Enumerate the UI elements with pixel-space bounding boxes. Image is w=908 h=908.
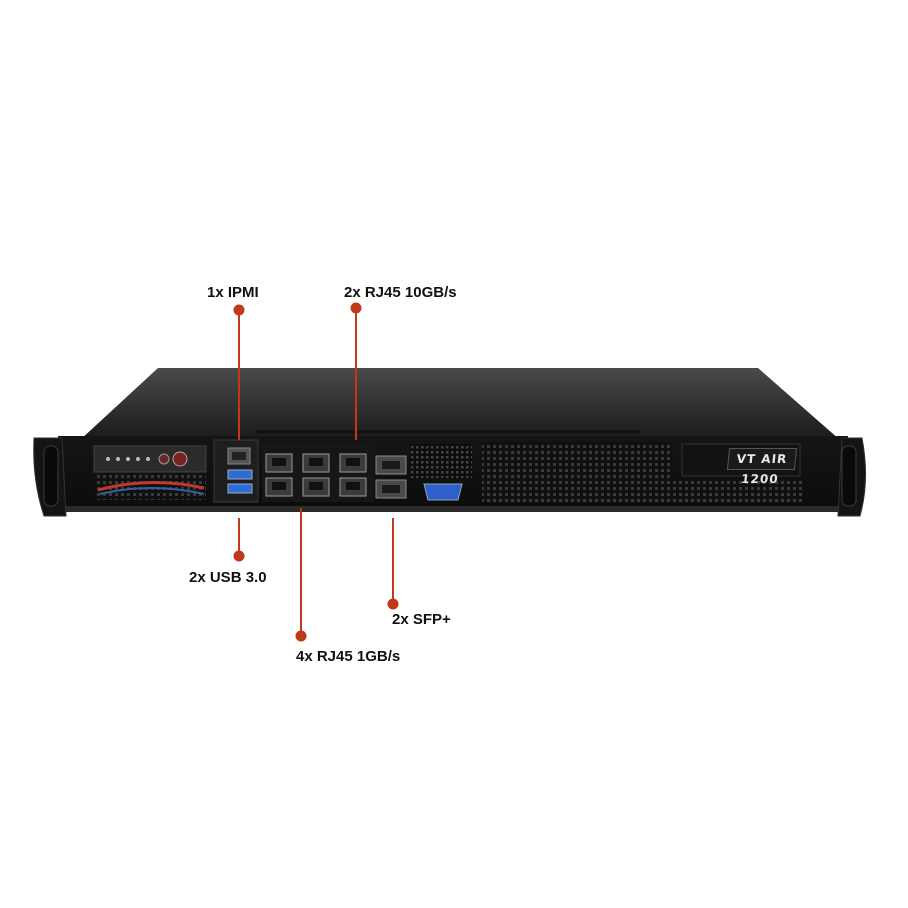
control-panel [93, 445, 207, 500]
sfp-ports [375, 455, 407, 499]
rj45-ports [262, 444, 374, 502]
vga-port [410, 444, 472, 501]
nameplate: VT AIR 1200 [726, 448, 798, 486]
callout-lines [233, 302, 399, 642]
chassis-top [80, 368, 840, 440]
rack-handle-right [837, 437, 867, 517]
io-block-left [213, 439, 259, 503]
rack-handle-left [33, 437, 67, 517]
callout-usb: 2x USB 3.0 [189, 569, 267, 586]
callout-sfp: 2x SFP+ [392, 611, 451, 628]
callout-ipmi: 1x IPMI [207, 284, 259, 301]
callout-rj45-10g: 2x RJ45 10GB/s [344, 284, 457, 301]
callout-rj45-1g: 4x RJ45 1GB/s [296, 648, 401, 665]
